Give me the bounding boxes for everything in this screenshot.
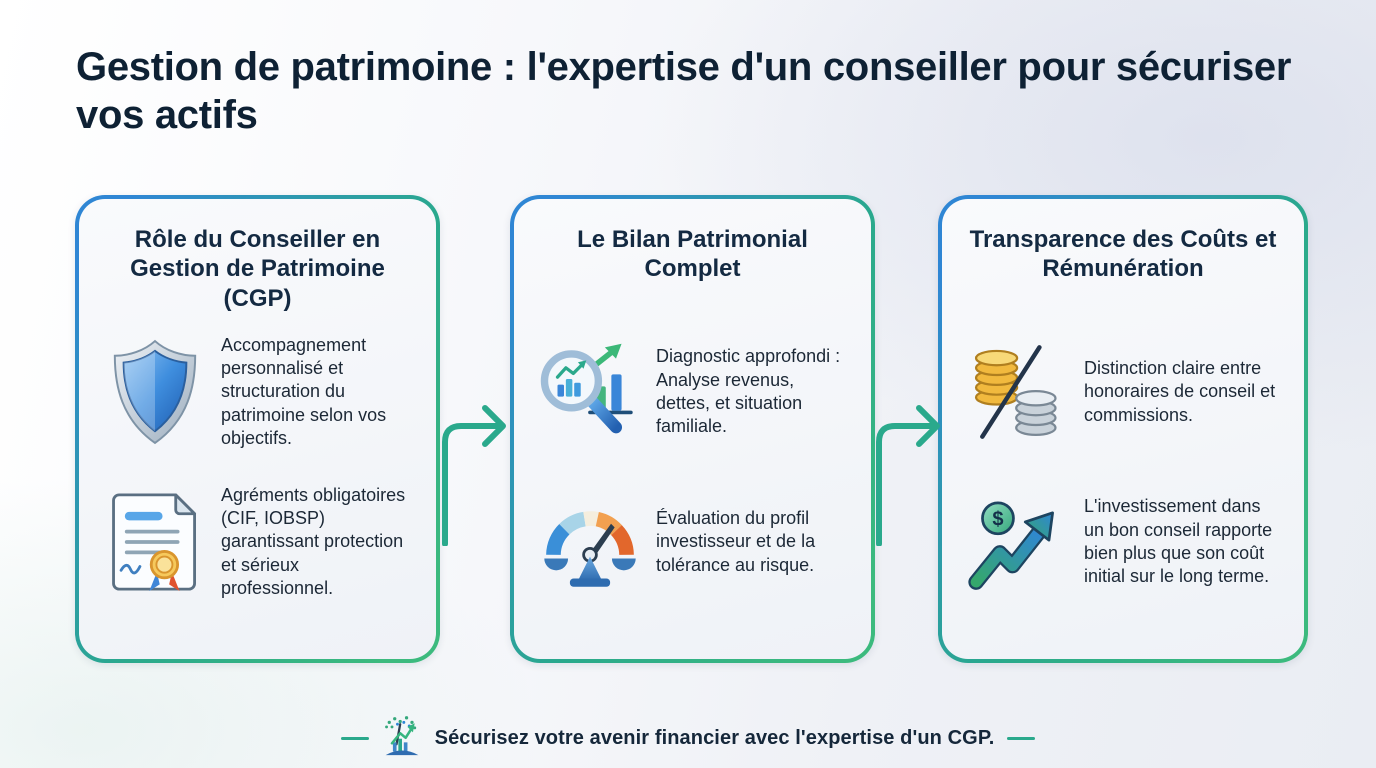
page-title: Gestion de patrimoine : l'expertise d'un…	[76, 45, 1292, 137]
card-title: Le Bilan Patrimonial Complet	[577, 226, 808, 283]
item-text: Diagnostic approfondi : Analyse revenus,…	[656, 346, 841, 437]
coins-percent-icon	[962, 337, 1074, 447]
card-bilan-body: Le Bilan Patrimonial Complet	[514, 199, 871, 659]
card-role-cgp: Rôle du Conseiller en Gestion de Patrimo…	[75, 195, 440, 663]
footer-tagline: Sécurisez votre avenir financier avec l'…	[434, 726, 995, 749]
card-bilan-patrimonial: Le Bilan Patrimonial Complet	[510, 195, 875, 663]
certificate-icon	[99, 486, 211, 598]
footer-divider-right	[1007, 736, 1036, 740]
item-text: Accompagnement personnalisé et structura…	[221, 334, 387, 449]
card-transparence-body: Transparence des Coûts et Rémunération	[942, 199, 1304, 659]
card-item: Agréments obligatoires (CIF, IOBSP) gara…	[93, 467, 422, 617]
card-item: Évaluation du profil investisseur et de …	[528, 467, 857, 617]
item-text: L'investissement dans un bon conseil rap…	[1084, 496, 1273, 587]
card-item: Distinction claire entre honoraires de c…	[956, 317, 1290, 467]
magnifier-chart-icon	[534, 337, 646, 447]
item-text: Agréments obligatoires (CIF, IOBSP) gara…	[221, 484, 406, 599]
card-item: Accompagnement personnalisé et structura…	[93, 317, 422, 467]
risk-gauge-icon	[534, 492, 646, 592]
item-text: Distinction claire entre honoraires de c…	[1084, 357, 1276, 425]
shield-icon	[99, 336, 211, 448]
item-text: Évaluation du profil investisseur et de …	[656, 507, 816, 575]
footer-divider-left	[340, 736, 369, 740]
card-title: Transparence des Coûts et Rémunération	[969, 226, 1277, 283]
footer: Sécurisez votre avenir financier avec l'…	[0, 715, 1376, 760]
growth-arrow-icon: $	[962, 487, 1074, 597]
svg-text:$: $	[992, 509, 1003, 531]
card-transparence-couts: Transparence des Coûts et Rémunération	[938, 195, 1308, 663]
card-item: $ L'investissement dans un bon conseil r…	[956, 467, 1290, 617]
card-item: Diagnostic approfondi : Analyse revenus,…	[528, 317, 857, 467]
card-title: Rôle du Conseiller en Gestion de Patrimo…	[130, 226, 385, 312]
flow-arrow-icon	[876, 405, 940, 546]
flow-arrow-icon	[442, 405, 506, 546]
card-role-cgp-body: Rôle du Conseiller en Gestion de Patrimo…	[79, 199, 436, 659]
tree-growth-logo-icon	[382, 713, 422, 764]
